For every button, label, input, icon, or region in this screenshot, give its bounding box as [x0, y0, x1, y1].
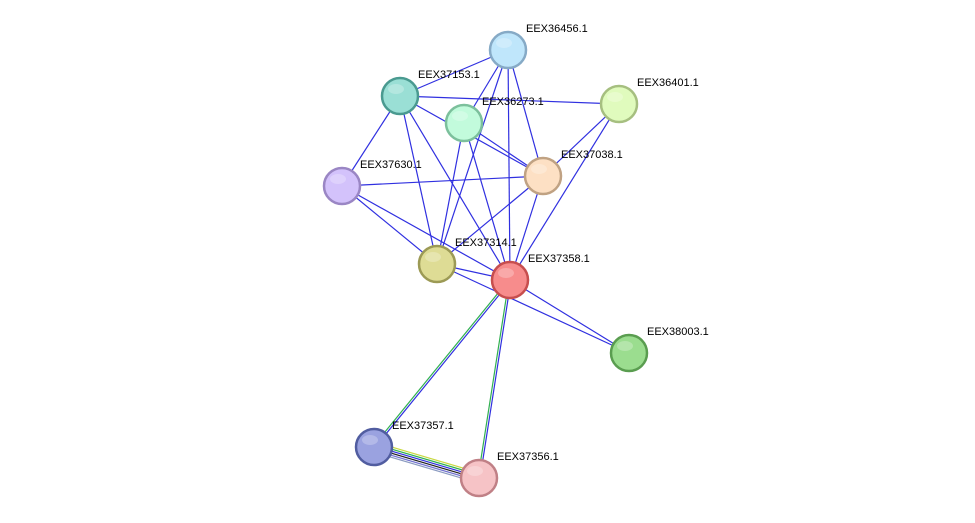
nodes-layer: EEX37358.1 EEX36456.1EEX37153.1EEX36273.1…: [322, 23, 709, 498]
node-circle[interactable]: [354, 427, 394, 467]
edges-layer: [341, 49, 630, 484]
edge-eex36273-1-eex37358-1: [463, 122, 511, 281]
node-highlight: [607, 92, 623, 102]
edge-line: [341, 185, 438, 265]
node-label: EEX36273.1: [482, 96, 544, 108]
node-highlight: [617, 341, 633, 351]
edge-eex37630-1-eex37358-1: [341, 185, 511, 281]
edge-line: [399, 49, 509, 97]
node-label: EEX38003.1: [647, 326, 709, 338]
edge-line: [399, 95, 620, 105]
edge-eex37153-1-eex36401-1: [399, 95, 620, 105]
edge-line: [463, 122, 511, 281]
node-label: EEX37358.1: [528, 253, 590, 265]
node-label: EEX37314.1: [455, 237, 517, 249]
node-highlight: [425, 252, 441, 262]
node-eex36456-1[interactable]: EEX36456.1: [488, 23, 588, 70]
edge-line: [509, 103, 620, 281]
node-circle[interactable]: [444, 103, 484, 143]
edge-eex36456-1-eex37358-1: [507, 49, 511, 281]
node-eex37153-1[interactable]: EEX37153.1: [380, 69, 480, 116]
edge-line: [372, 278, 510, 447]
edge-line: [436, 49, 509, 265]
edge-line: [509, 279, 630, 354]
node-highlight: [467, 466, 483, 476]
edge-eex37153-1-eex37358-1: [399, 95, 511, 281]
node-eex37630-1[interactable]: EEX37630.1: [322, 159, 422, 206]
edge-eex36456-1-eex37314-1: [436, 49, 509, 265]
edge-eex37314-1-eex38003-1: [436, 263, 630, 354]
edge-line: [479, 280, 512, 479]
node-highlight: [452, 111, 468, 121]
node-label: EEX36401.1: [637, 77, 699, 89]
node-highlight: [330, 174, 346, 184]
edge-eex37358-1-eex38003-1: [509, 279, 630, 354]
edge-eex37358-1-eex37356-1: [477, 279, 512, 479]
edge-line: [436, 122, 465, 265]
node-eex37314-1[interactable]: EEX37314.1: [417, 237, 517, 284]
edge-line: [436, 263, 630, 354]
node-label: EEX37038.1: [561, 149, 623, 161]
edge-line: [436, 175, 544, 265]
node-circle[interactable]: [599, 84, 639, 124]
node-highlight: [362, 435, 378, 445]
node-circle[interactable]: [322, 166, 362, 206]
node-label: EEX37630.1: [360, 159, 422, 171]
edge-eex37358-1-eex37357-1: [372, 278, 512, 449]
node-eex36273-1[interactable]: EEX36273.1: [444, 96, 544, 143]
node-eex36401-1[interactable]: EEX36401.1: [599, 77, 699, 124]
node-highlight: [498, 268, 514, 278]
node-circle[interactable]: [490, 260, 530, 300]
node-circle[interactable]: [609, 333, 649, 373]
edge-line: [477, 279, 510, 478]
edge-eex37038-1-eex37314-1: [436, 175, 544, 265]
node-eex37358-1[interactable]: EEX37358.1: [490, 253, 590, 300]
edge-line: [374, 280, 512, 449]
edge-line: [341, 175, 544, 187]
edge-eex36401-1-eex37358-1: [509, 103, 620, 281]
node-eex37038-1[interactable]: EEX37038.1: [523, 149, 623, 196]
edge-eex36456-1-eex37038-1: [507, 49, 544, 177]
node-circle[interactable]: [380, 76, 420, 116]
node-eex37357-1[interactable]: EEX37357.1: [354, 420, 454, 467]
edge-eex36273-1-eex37314-1: [436, 122, 465, 265]
edge-eex37630-1-eex37314-1: [341, 185, 438, 265]
node-circle[interactable]: [459, 458, 499, 498]
node-eex37356-1[interactable]: EEX37356.1: [459, 451, 559, 498]
node-label: EEX37356.1: [497, 451, 559, 463]
node-highlight: [388, 84, 404, 94]
node-label: EEX36456.1: [526, 23, 588, 35]
edge-line: [507, 49, 511, 281]
edge-eex37630-1-eex37038-1: [341, 175, 544, 187]
node-eex38003-1[interactable]: EEX38003.1: [609, 326, 709, 373]
node-label: EEX37153.1: [418, 69, 480, 81]
edge-line: [399, 95, 511, 281]
node-label: EEX37357.1: [392, 420, 454, 432]
edge-eex37153-1-eex36456-1: [399, 49, 509, 97]
edge-line: [341, 185, 511, 281]
node-highlight: [496, 38, 512, 48]
node-circle[interactable]: [417, 244, 457, 284]
node-highlight: [531, 164, 547, 174]
node-circle[interactable]: [523, 156, 563, 196]
edge-line: [507, 49, 544, 177]
node-circle[interactable]: [488, 30, 528, 70]
